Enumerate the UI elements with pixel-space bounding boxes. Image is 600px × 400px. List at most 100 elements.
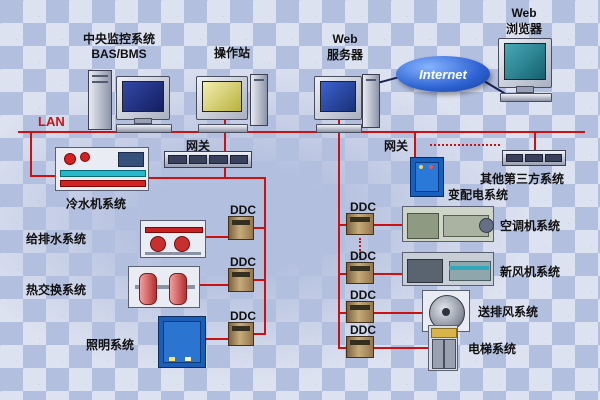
ddc-controller-icon [346,213,374,235]
fan-section [407,259,443,283]
operator-monitor-icon [196,76,248,120]
central-station-label: 中央监控系统 BAS/BMS [58,30,180,61]
pump-base [145,252,201,255]
elevator-graphic [428,325,458,371]
central-monitor-icon [116,76,170,120]
wire-stub-ddc2 [254,279,266,281]
central-screen [122,81,164,112]
lighting-panel-icon [158,316,206,368]
wire-thirdparty-drop [534,131,536,150]
gauge [80,152,90,162]
operator-keyboard-icon [198,124,248,133]
wire-gateway-left-top [224,131,226,151]
water-graphic [140,220,206,258]
elevator-door [444,339,456,369]
heat-exchanger [139,273,157,305]
ddc-panel [350,217,370,222]
wire-gateway-dotted [430,144,500,146]
chiller-label: 冷水机系统 [66,197,127,211]
chilled-water-pipe [60,170,146,177]
rack-module [506,154,524,162]
wire-stub-rddc2 [338,273,348,275]
rack-module [168,155,187,164]
internet-cloud: Internet [396,56,490,92]
wire-water-ddc [206,236,228,238]
internet-label: Internet [419,66,467,82]
panel-door [163,321,201,363]
indicator-light [185,357,191,361]
ddc-label: DDC [350,249,376,263]
third-party-label: 其他第三方系统 [480,172,565,186]
gateway-left-icon [164,151,252,168]
ddc-label: DDC [230,309,256,323]
wire-stub-ddc3 [254,333,266,335]
browser-label-line1: Web [511,6,537,20]
operator-station-label: 操作站 [213,46,250,60]
lighting-label: 照明系统 [86,338,135,352]
ddc-label: DDC [350,323,376,337]
wire-stub-rddc4 [338,347,348,349]
fresh-air-graphic [402,252,494,286]
wire-power-drop [414,131,416,157]
third-party-icon [502,150,566,166]
operator-screen [202,81,242,112]
wire-left-edge-drop [30,131,32,177]
elevator-door [432,339,444,369]
power-system-label: 变配电系统 [448,188,509,202]
coil-stripe [449,266,489,270]
pipe [135,285,195,289]
wire-stub-rddc3 [338,312,348,314]
ddc-label: DDC [350,288,376,302]
ddc-controller-icon [228,322,254,346]
ahu-graphic [402,206,494,242]
gauge [64,153,76,165]
heat-label: 热交换系统 [26,283,87,297]
browser-label: Web 浏览器 [492,6,556,37]
wire-dotted-vertical [359,238,361,258]
operator-tower-icon [250,74,268,126]
tower-slot [92,75,108,77]
ddc-panel [350,266,370,271]
central-keyboard-icon [116,124,172,133]
wire-right-bus [338,131,340,348]
ddc-label: DDC [230,203,256,217]
pipe [145,227,203,233]
central-station-label-line1: 中央监控系统 [82,32,155,46]
wire-to-chiller [30,175,56,177]
ddc-controller-icon [228,216,254,240]
browser-screen [504,43,546,80]
wire-left-bus-horizontal [149,177,266,179]
browser-monitor-stand [516,86,534,93]
rack-module [229,155,248,164]
ddc-panel [350,340,370,345]
heat-exchanger [169,273,187,305]
ddc-label: DDC [350,200,376,214]
ddc-panel [350,305,370,310]
fan-hub [442,308,450,316]
elevator-indicator [431,328,457,338]
ddc-controller-icon [346,262,374,284]
ddc-controller-icon [346,301,374,323]
elevator-label: 电梯系统 [468,342,517,356]
power-cabinet-icon [410,157,444,197]
wire-exhaust [374,312,422,314]
rack-module [209,155,228,164]
webserver-label-line2: 服务器 [326,48,363,62]
hot-water-pipe [60,180,146,187]
wire-gateway-left-bottom [224,168,226,178]
heat-graphic [128,266,200,308]
coil-section [449,261,491,281]
webserver-screen [320,81,356,112]
wire-stub-rddc1 [338,224,348,226]
gateway-left-label: 网关 [186,139,211,153]
ahu-section [407,213,439,239]
wire-ahu [374,224,402,226]
ddc-controller-icon [346,336,374,358]
wire-elevator [374,347,428,349]
pump [174,236,190,252]
ddc-label: DDC [230,255,256,269]
indicator-light [169,357,175,361]
tower-slot [92,81,108,83]
lan-line [18,131,585,133]
